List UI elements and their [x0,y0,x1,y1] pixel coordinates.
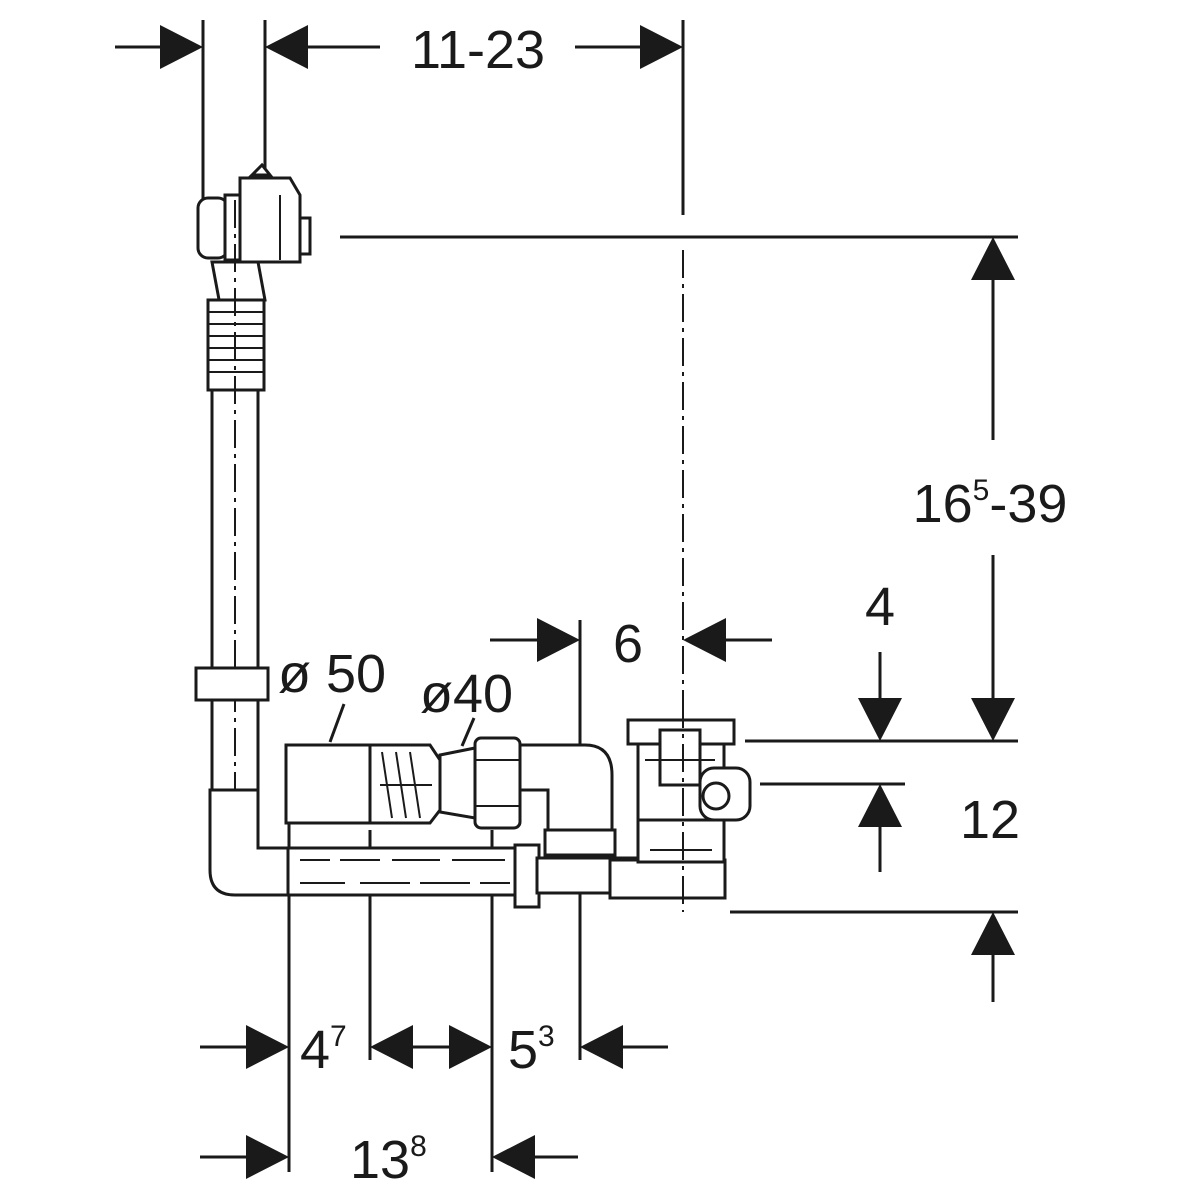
label-bottom-left: 47 [300,1020,347,1080]
label-top-width: 11-23 [411,20,545,80]
trap-elbow-sleeve [543,828,617,857]
dimension-drain-height: 12 [858,784,1020,1002]
label-diameter-50: ø 50 [278,644,386,704]
dimension-rim-offset: 4 [858,577,902,741]
label-bottom-total: 138 [350,1130,427,1190]
label-diameter-40: ø40 [420,664,513,724]
trap-outlet-50 [284,743,442,825]
label-drain-offset: 6 [613,614,643,674]
leader-diameter-40 [460,717,476,747]
dimension-bottom-right: 53 [508,1020,668,1080]
reducer [438,746,477,820]
dimension-bottom-total: 138 [200,1130,578,1190]
dimension-bottom-left: 47 [200,1020,492,1080]
extension-lines [201,20,1018,1172]
bottom-elbow [208,788,292,897]
label-rim-offset: 4 [865,577,895,637]
dimension-height-main: 165-39 [913,237,1068,741]
label-drain-height: 12 [960,790,1020,850]
corrugated-hose-lower [286,846,522,897]
dimension-top-width: 11-23 [115,20,683,80]
union-nut-40 [473,736,522,830]
label-bottom-right: 53 [508,1020,555,1080]
leader-diameter-50 [328,703,346,743]
bath-waste-fitting [194,162,752,912]
drain-base [608,858,727,900]
tube-clamp [194,666,270,702]
dimension-drain-offset: 6 [490,614,772,674]
union-nut-lower [513,843,541,909]
label-height-main: 165-39 [913,474,1068,534]
drain-valve-body [626,718,752,864]
overflow-head [196,162,312,264]
